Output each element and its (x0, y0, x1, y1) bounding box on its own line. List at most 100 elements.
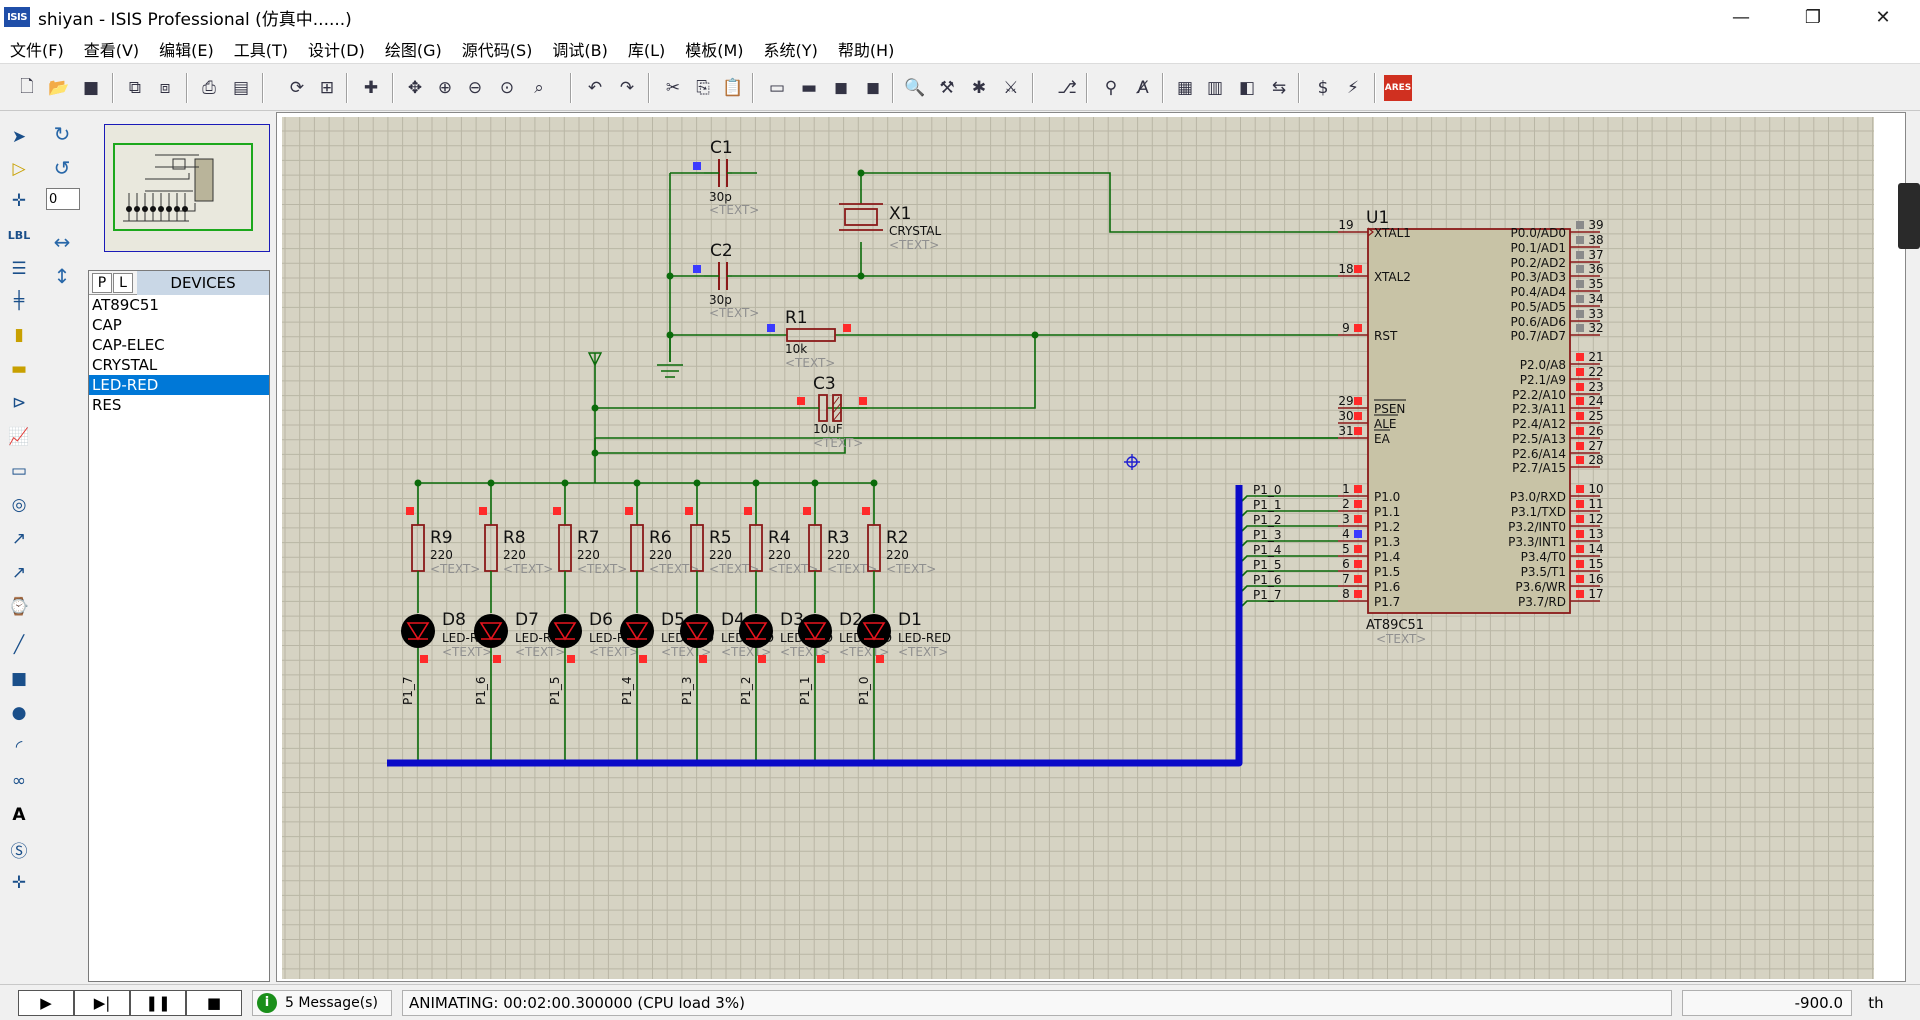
device-list-item[interactable]: CAP-ELEC (92, 336, 165, 354)
decompose-icon[interactable]: ⚔ (1003, 78, 1019, 98)
pause-button[interactable]: ❚❚ (130, 989, 186, 1016)
paste-icon[interactable]: 📋 (722, 78, 744, 98)
zoom-area-icon[interactable]: ⌕ (534, 78, 544, 98)
zoom-in-icon[interactable]: ⊕ (437, 78, 453, 98)
menu-view[interactable]: 查看(V) (83, 40, 140, 60)
terminals-icon[interactable]: ▬ (10, 359, 28, 379)
block-copy-icon[interactable]: ▭ (768, 78, 786, 98)
block-delete-icon[interactable]: ◼ (865, 78, 881, 98)
device-list-item[interactable]: CRYSTAL (92, 356, 158, 374)
erc-icon[interactable]: ◧ (1238, 78, 1256, 98)
rotate-clockwise-icon[interactable]: ↻ (53, 122, 71, 146)
save-icon[interactable]: ■ (82, 78, 100, 98)
voltage-probe-icon[interactable]: ↗ (11, 529, 27, 549)
bus-icon[interactable]: ╪ (13, 291, 25, 311)
menu-source[interactable]: 源代码(S) (461, 40, 533, 60)
box-icon[interactable]: ■ (10, 669, 28, 689)
zoom-all-icon[interactable]: ⊙ (499, 78, 515, 98)
menu-file[interactable]: 文件(F) (10, 40, 64, 60)
device-list-item[interactable]: AT89C51 (92, 296, 159, 314)
stop-button[interactable]: ■ (186, 989, 242, 1016)
menu-tools[interactable]: 工具(T) (233, 40, 289, 60)
component-mode-icon[interactable]: ▷ (12, 159, 26, 179)
bom-icon[interactable]: ▥ (1206, 78, 1224, 98)
close-button[interactable]: ✕ (1875, 6, 1891, 28)
selection-mode-icon[interactable]: ➤ (11, 127, 27, 147)
messages-indicator[interactable]: i 5 Message(s) (252, 989, 392, 1016)
copy-icon[interactable]: ⎘ (696, 78, 710, 98)
page-setup-icon[interactable]: ▤ (232, 78, 250, 98)
block-move-icon[interactable]: ▬ (800, 78, 818, 98)
menu-graph[interactable]: 绘图(G) (384, 40, 442, 60)
schematic-svg[interactable]: U1AT89C51<TEXT>19XTAL118XTAL29RST29PSEN3… (277, 113, 1906, 982)
search-icon[interactable]: ⚲ (1104, 78, 1118, 98)
line-icon[interactable]: ╱ (13, 635, 25, 655)
pick-device-button[interactable]: P (92, 272, 112, 293)
wire-label-icon[interactable]: LBL (7, 228, 31, 242)
circle-icon[interactable]: ● (11, 703, 27, 723)
mirror-vertical-icon[interactable]: ↕ (53, 264, 71, 288)
rotate-anticlockwise-icon[interactable]: ↺ (53, 156, 71, 180)
netlist-icon[interactable]: ▦ (1176, 78, 1194, 98)
subcircuit-icon[interactable]: ▮ (14, 325, 24, 345)
block-rotate-icon[interactable]: ◼ (833, 78, 849, 98)
new-file-icon[interactable]: 🗋 (20, 76, 34, 97)
origin-icon[interactable]: ✚ (363, 78, 379, 98)
current-probe-icon[interactable]: ↗ (11, 563, 27, 583)
vertical-scrollbar[interactable] (1906, 112, 1920, 982)
menu-system[interactable]: 系统(Y) (763, 40, 818, 60)
import-icon[interactable]: ⧉ (128, 78, 142, 98)
tape-recorder-icon[interactable]: ▭ (10, 461, 28, 481)
undo-icon[interactable]: ↶ (587, 78, 603, 98)
menu-debug[interactable]: 调试(B) (552, 40, 608, 60)
wire-autorouter-icon[interactable]: ⎇ (1057, 78, 1077, 98)
junction-dot-icon[interactable]: ✛ (11, 191, 27, 211)
property-tool-icon[interactable]: A̸ (1137, 78, 1149, 98)
ares-link-icon[interactable]: ⚡ (1347, 78, 1359, 98)
grid-icon[interactable]: ⊞ (319, 78, 335, 98)
generator-icon[interactable]: ◎ (11, 495, 27, 515)
menu-template[interactable]: 模板(M) (685, 40, 744, 60)
text-icon[interactable]: A (12, 805, 26, 825)
open-folder-icon[interactable]: 📂 (48, 78, 70, 98)
rotation-angle-input[interactable] (46, 188, 80, 210)
menu-design[interactable]: 设计(D) (308, 40, 365, 60)
ares-icon[interactable]: ARES (1384, 75, 1412, 101)
netlist-ares-icon[interactable]: ⇆ (1271, 78, 1287, 98)
library-manager-button[interactable]: L (113, 272, 133, 293)
menu-help[interactable]: 帮助(H) (837, 40, 895, 60)
pan-icon[interactable]: ✥ (407, 78, 423, 98)
packaging-icon[interactable]: ✱ (971, 78, 987, 98)
cut-icon[interactable]: ✂ (665, 78, 681, 98)
menu-library[interactable]: 库(L) (627, 40, 666, 60)
make-device-icon[interactable]: ⚒ (939, 78, 955, 98)
step-button[interactable]: ▶| (74, 989, 130, 1016)
marker-icon[interactable]: ✛ (11, 873, 27, 893)
play-button[interactable]: ▶ (18, 989, 74, 1016)
minimize-button[interactable]: — (1732, 6, 1750, 28)
device-list-item[interactable]: LED-RED (89, 375, 269, 395)
zoom-out-icon[interactable]: ⊖ (467, 78, 483, 98)
virtual-instrument-icon[interactable]: ⌚ (8, 597, 30, 617)
u1-pin-name: P2.5/A13 (1512, 432, 1566, 446)
maximize-button[interactable]: ❐ (1804, 6, 1822, 28)
pick-device-icon[interactable]: 🔍 (904, 78, 926, 98)
print-icon[interactable]: ⎙ (202, 78, 216, 98)
arc-icon[interactable]: ◜ (15, 737, 23, 757)
graph-mode-icon[interactable]: 📈 (8, 427, 30, 447)
path-icon[interactable]: ∞ (11, 771, 27, 791)
text-script-icon[interactable]: ☰ (11, 259, 27, 279)
export-icon[interactable]: ⧈ (159, 78, 171, 98)
device-list-item[interactable]: RES (92, 396, 122, 414)
refresh-icon[interactable]: ⟳ (289, 78, 305, 98)
symbol-icon[interactable]: Ⓢ (10, 841, 28, 862)
menu-edit[interactable]: 编辑(E) (159, 40, 214, 60)
vertical-scrollbar-thumb[interactable] (1898, 183, 1920, 249)
mirror-horizontal-icon[interactable]: ↔ (53, 230, 71, 254)
device-list-item[interactable]: CAP (92, 316, 122, 334)
redo-icon[interactable]: ↷ (619, 78, 635, 98)
device-pins-icon[interactable]: ⊳ (11, 393, 27, 413)
overview-window[interactable] (104, 124, 270, 252)
simulate-graph-icon[interactable]: $ (1317, 78, 1329, 98)
